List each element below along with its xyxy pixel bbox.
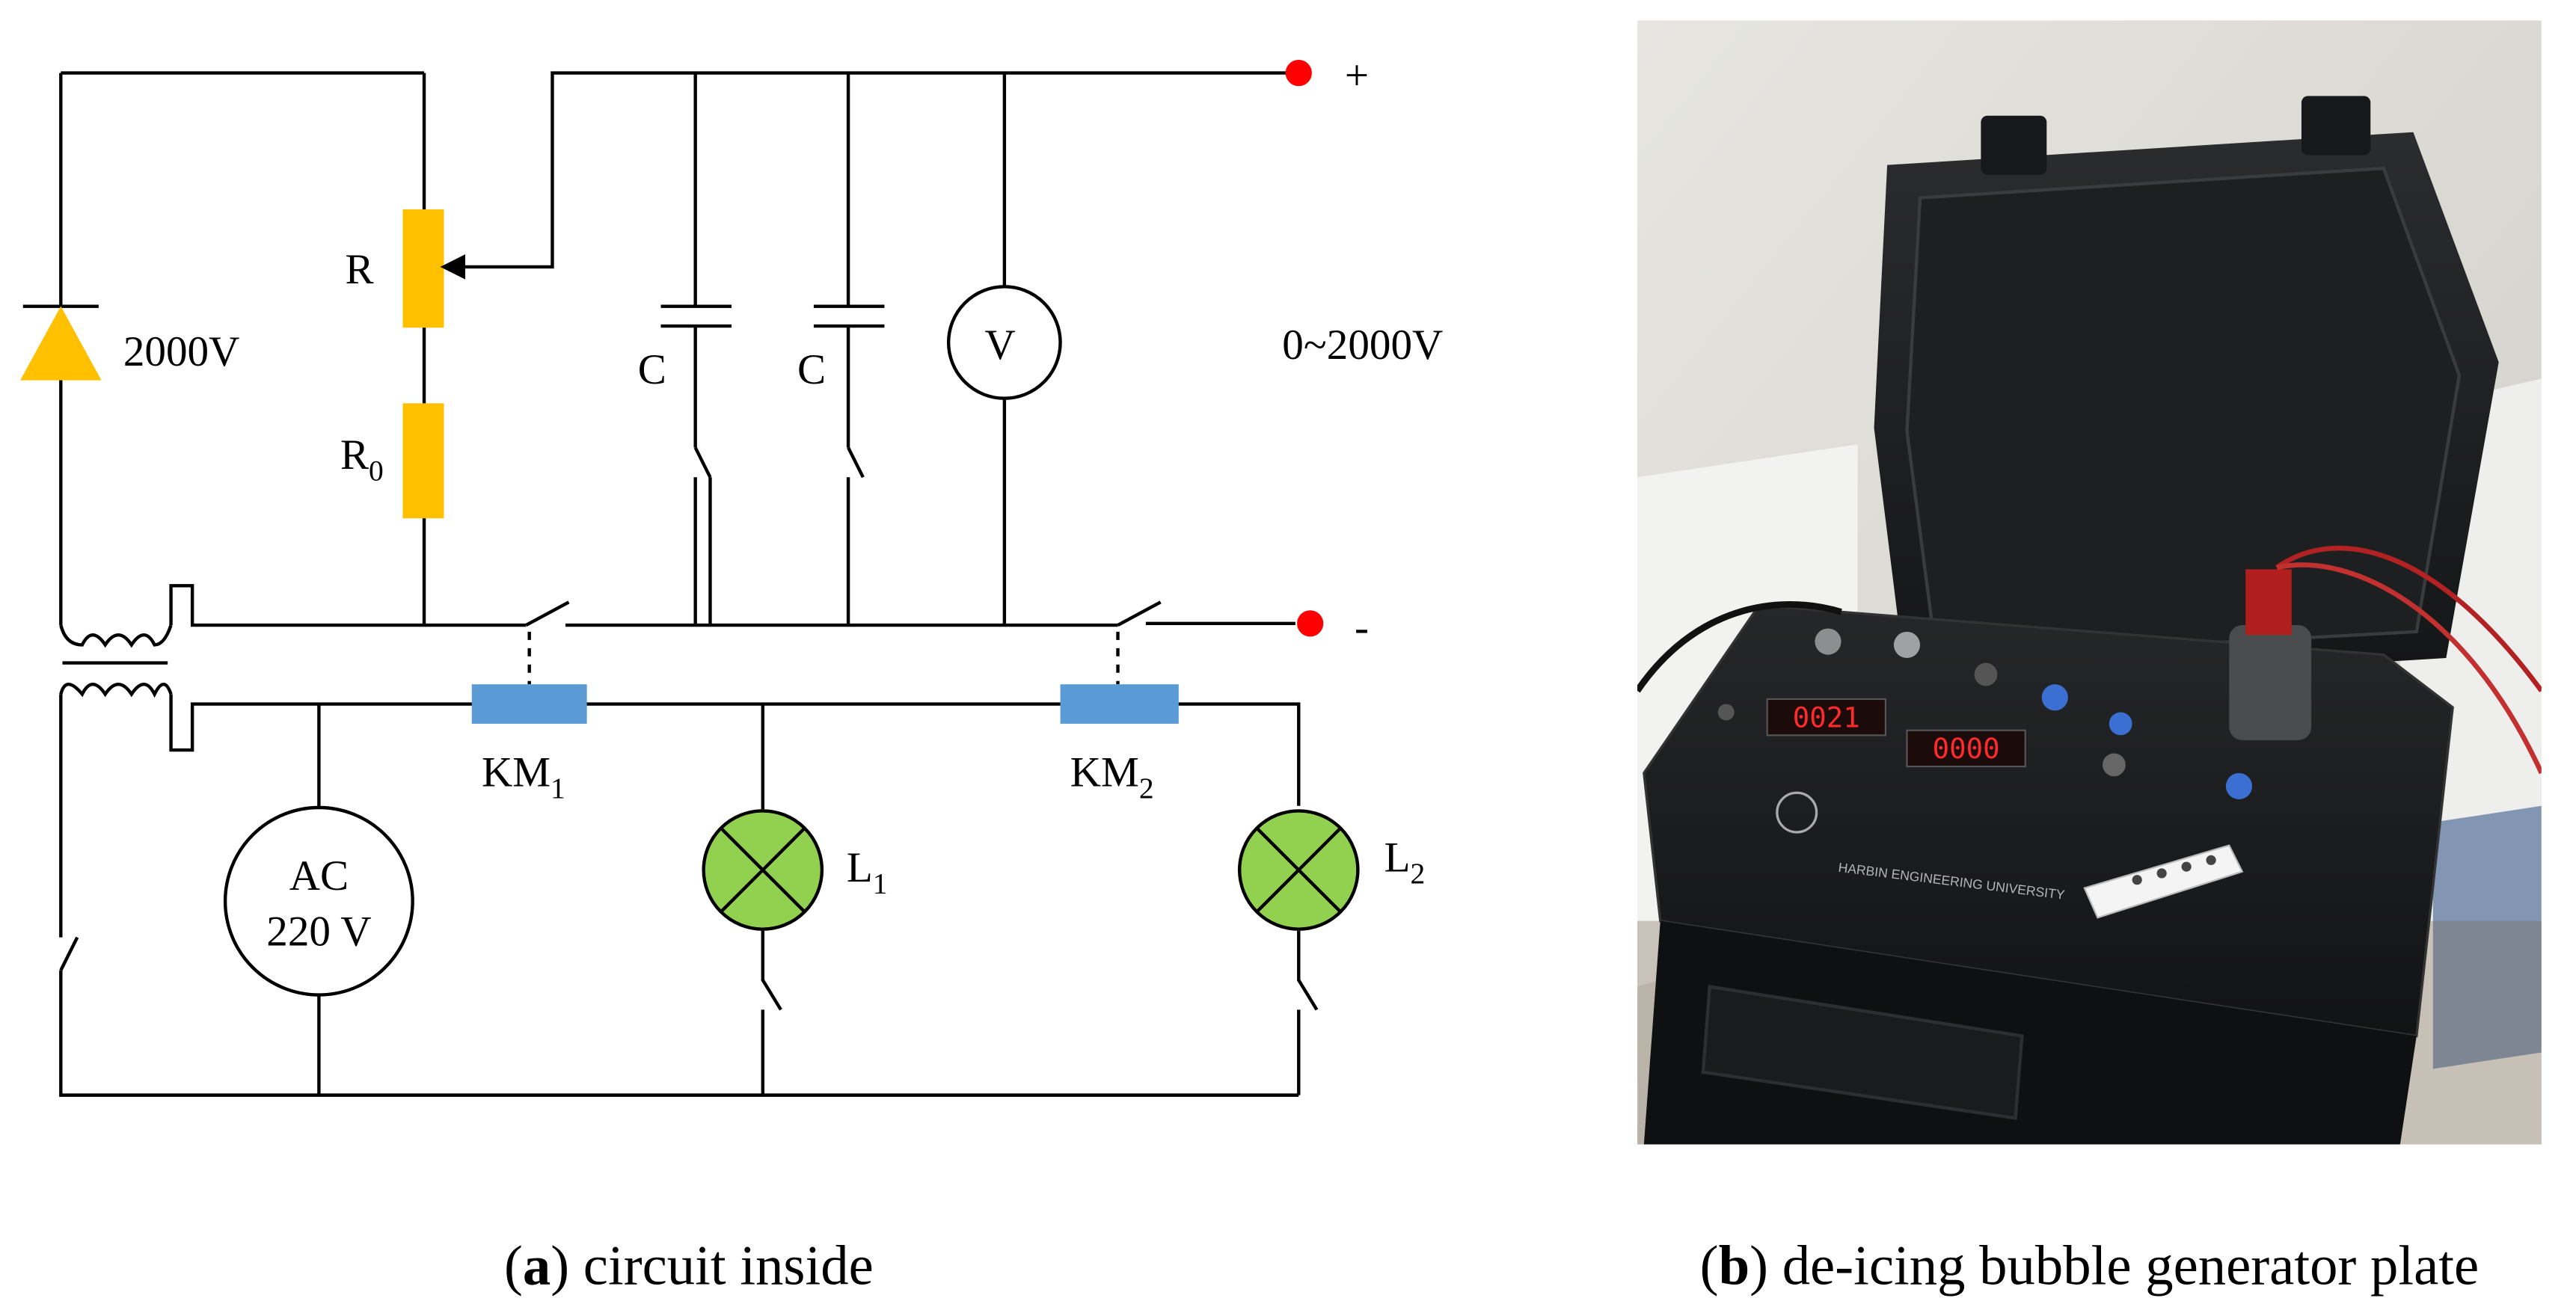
display-2-value: 0000 [1933,732,2000,765]
lamp-l1 [702,809,824,931]
contactor-km1 [471,684,587,724]
contactor-km2 [1060,684,1179,724]
label-ac-line1: AC [289,852,349,900]
resistor-r0 [402,403,444,519]
resistor-r [402,209,444,328]
label-output-range: 0~2000V [1282,322,1443,369]
label-resistor-r0: R0 [340,431,384,487]
device-photo: 0021 0000 HARBIN ENGINEERING UNIVERSITY [1637,20,2542,1145]
display-2 [1906,729,2026,768]
label-ac-line2: 220 V [266,908,371,956]
label-resistor-r: R [346,246,375,293]
label-capacitor-1: C [638,346,666,393]
label-diode-voltage: 2000V [123,328,240,375]
terminal-positive-dot [1285,59,1312,87]
voltmeter-branch [946,73,1062,626]
label-km2: KM2 [1070,748,1154,804]
left-branch-wires [59,71,426,626]
label-lamp-l2: L2 [1384,834,1426,890]
ac-source [223,805,414,997]
potentiometer-wiper [440,71,1295,280]
caption-b: (b) de-icing bubble generator plate [1700,1234,2480,1297]
transformer-symbol [59,584,473,938]
label-terminal-minus: - [1355,604,1369,651]
label-capacitor-2: C [797,346,826,393]
circuit-labels: 2000V R R0 C C V 0~2000V + - KM1 KM2 L1 … [123,52,1443,956]
remote-control [2083,844,2244,919]
capacitor-branch-1 [660,73,732,626]
control-circuit [59,702,1319,1097]
capacitor-branch-2 [813,73,885,626]
caption-a: (a) circuit inside [504,1234,874,1297]
display-1 [1766,698,1887,737]
diode-symbol [20,304,102,381]
display-1-value: 0021 [1793,701,1860,734]
label-voltmeter: V [985,322,1016,369]
circuit-diagram [20,59,1360,1097]
label-km1: KM1 [482,748,565,804]
terminal-negative-dot [1297,610,1324,637]
lamp-l2 [1237,809,1360,931]
label-lamp-l1: L1 [847,844,888,900]
label-terminal-plus: + [1345,52,1369,99]
